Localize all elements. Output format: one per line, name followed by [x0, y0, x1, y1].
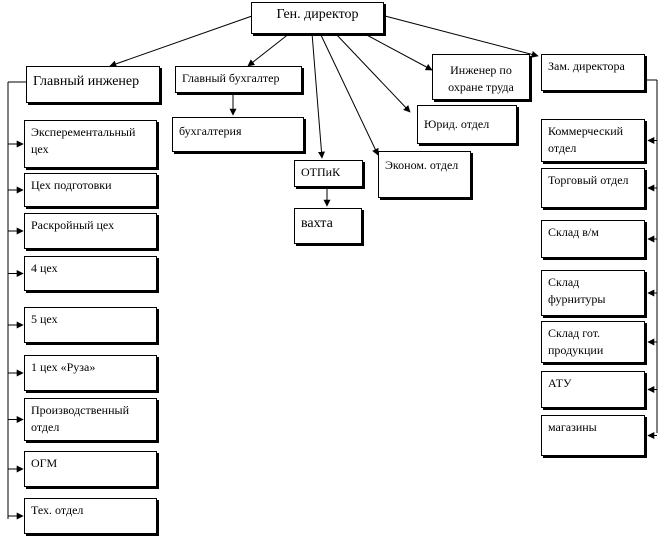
deputy-unit-box: АТУ [541, 371, 645, 408]
engineer-unit-box: 1 цех «Руза» [24, 355, 157, 391]
deputy-unit-box: магазины [541, 415, 645, 456]
deputy-unit-box: Склад гот. продукции [541, 321, 645, 363]
deputy-unit-box: Торговый отдел [541, 168, 645, 208]
engineer-unit-box: Эксперементальный цех [24, 120, 157, 168]
engineer-unit-box: 4 цех [24, 256, 157, 291]
deputy-unit-box: Склад фурнитуры [541, 270, 645, 316]
engineer-unit-box: Цех подготовки [24, 173, 157, 207]
accounting-box: бухгалтерия [172, 117, 304, 152]
vakhta-box: вахта [294, 208, 362, 244]
director-box: Ген. директор [251, 2, 384, 34]
engineer-unit-box: Раскройный цех [24, 213, 157, 249]
engineer-unit-box: ОГМ [24, 451, 157, 487]
deputy-director-box: Зам. директора [541, 54, 645, 91]
engineer-unit-box: Производственный отдел [24, 398, 157, 441]
econ-dept-box: Эконом. отдел [378, 151, 471, 198]
chief-engineer-box: Главный инженер [26, 66, 160, 103]
legal-dept-box: Юрид. отдел [417, 105, 517, 144]
otpik-box: ОТПиК [294, 160, 363, 187]
engineer-unit-box: Тех. отдел [24, 498, 157, 534]
deputy-unit-box: Коммерческий отдел [541, 119, 645, 162]
safety-engineer-box: Инженер по охране труда [432, 54, 530, 100]
deputy-unit-box: Склад в/м [541, 220, 645, 258]
engineer-unit-box: 5 цех [24, 307, 157, 343]
chief-accountant-box: Главный бухгалтер [175, 66, 302, 93]
